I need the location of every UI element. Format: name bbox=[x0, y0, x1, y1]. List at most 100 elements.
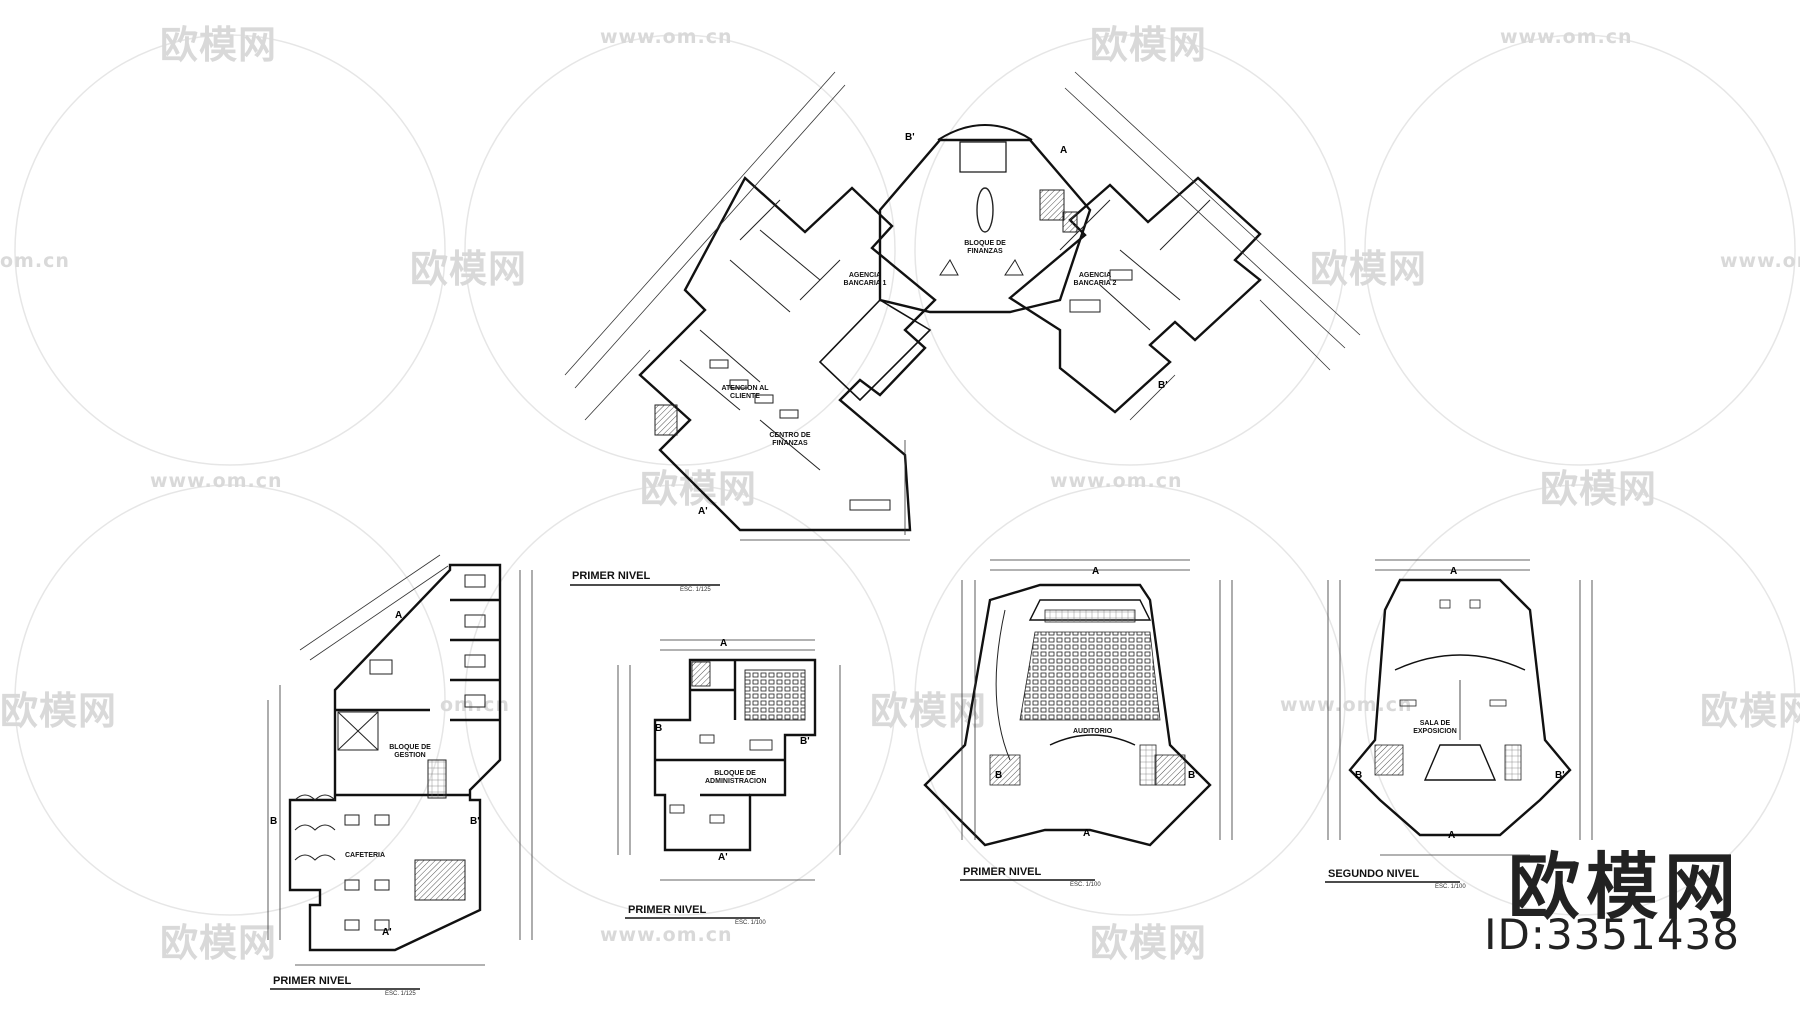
interior-wall bbox=[699, 329, 761, 383]
plan-title-top: PRIMER NIVEL bbox=[572, 570, 651, 582]
watermark-logo: 欧模网 bbox=[870, 689, 988, 733]
display-stand bbox=[1469, 599, 1481, 609]
exhibition-arc bbox=[1394, 654, 1526, 671]
stair bbox=[427, 759, 447, 799]
watermark-logo: 欧模网 bbox=[1090, 23, 1208, 67]
watermark-url: www.om.cn bbox=[1720, 250, 1800, 272]
room-label-agencia-1: AGENCIA BANCARIA 1 bbox=[843, 272, 887, 287]
furniture-desk bbox=[729, 379, 749, 389]
cafe-table bbox=[344, 919, 360, 931]
display-stand bbox=[1399, 699, 1417, 707]
room-label-atencion-cliente: ATENCION AL CLIENTE bbox=[721, 385, 769, 400]
cafe-table bbox=[374, 919, 390, 931]
plan-admin bbox=[653, 658, 817, 852]
plan-auditorio-detail bbox=[989, 609, 1186, 786]
section-mark-b-prime: B' bbox=[905, 132, 915, 143]
toilet-block bbox=[654, 404, 678, 436]
toilet-block bbox=[691, 661, 711, 687]
interior-wall bbox=[1119, 249, 1181, 301]
plan-scale-segundo: ESC. 1/100 bbox=[1435, 884, 1466, 890]
furniture-desk bbox=[1069, 299, 1101, 313]
toilet-block bbox=[1039, 189, 1065, 221]
watermark-logo: 欧模网 bbox=[1700, 689, 1800, 733]
dimension-lines-auditorio bbox=[961, 559, 1233, 840]
section-mark-b: B bbox=[655, 723, 663, 734]
toilet-block bbox=[1374, 744, 1404, 776]
watermark-url: www.om.cn bbox=[600, 924, 733, 946]
interior-wall bbox=[759, 229, 821, 281]
cafe-table bbox=[374, 814, 390, 826]
office-desk bbox=[699, 734, 715, 744]
booth-seating bbox=[294, 854, 336, 861]
section-mark-b-prime: B' bbox=[1158, 380, 1168, 391]
booth-seating bbox=[294, 794, 336, 801]
dimension-line bbox=[1074, 71, 1361, 336]
room-label-centro-finanzas: CENTRO DE FINANZAS bbox=[769, 432, 811, 447]
dimension-lines-top bbox=[564, 71, 1361, 541]
plan-auditorio bbox=[923, 583, 1212, 847]
watermark-logo: 欧模网 bbox=[1540, 467, 1658, 511]
plan-scale-top: ESC. 1/125 bbox=[680, 587, 711, 593]
section-mark-b: B bbox=[995, 770, 1003, 781]
room-label-bloque-finanzas: BLOQUE DE FINANZAS bbox=[964, 240, 1006, 255]
interior-wall bbox=[1059, 199, 1111, 251]
toilet-block bbox=[989, 754, 1021, 786]
booth-seating bbox=[294, 824, 336, 831]
lobby-triangle bbox=[1004, 259, 1024, 276]
section-mark-a: A bbox=[1450, 566, 1458, 577]
seating-block bbox=[1019, 631, 1161, 721]
dimension-line bbox=[309, 565, 449, 661]
title-underlines bbox=[270, 584, 1460, 990]
plan-gestion-detail bbox=[294, 574, 486, 931]
office-desk bbox=[464, 574, 486, 588]
connecting-corridor bbox=[818, 298, 932, 402]
cafe-table bbox=[374, 879, 390, 891]
void-x bbox=[337, 711, 379, 751]
interior-wall bbox=[1099, 284, 1151, 331]
section-mark-b-prime: B' bbox=[800, 736, 810, 747]
wall-outline-auditorio bbox=[923, 583, 1212, 847]
section-mark-b-prime: B' bbox=[1555, 770, 1565, 781]
furniture-desk bbox=[709, 359, 729, 369]
void-x-line bbox=[337, 711, 379, 751]
section-mark-b-prime: B' bbox=[1188, 770, 1198, 781]
watermark-circle bbox=[914, 34, 1346, 466]
plan-scale-auditorio: ESC. 1/100 bbox=[1070, 882, 1101, 888]
watermark-url: www.om.cn bbox=[600, 26, 733, 48]
watermark-url: www.om.cn bbox=[150, 470, 283, 492]
central-stair bbox=[959, 141, 1007, 173]
wall-outline-right-wing bbox=[1007, 176, 1262, 414]
watermark-logo: 欧模网 bbox=[160, 23, 278, 67]
cafe-table bbox=[344, 814, 360, 826]
section-mark-a-prime: A' bbox=[718, 852, 728, 863]
section-mark-a: A bbox=[1083, 828, 1091, 839]
brand-logo: 欧模网 bbox=[1507, 845, 1742, 929]
toilet-block bbox=[1154, 754, 1186, 786]
dimension-line bbox=[574, 84, 846, 389]
plan-gestion bbox=[288, 563, 502, 952]
dimension-line bbox=[1259, 299, 1331, 371]
stair bbox=[1139, 744, 1157, 786]
wall-outline-segundo bbox=[1348, 578, 1572, 837]
stage-platform bbox=[1028, 599, 1152, 621]
wall-outline-central-block bbox=[878, 138, 1092, 314]
toilet-block bbox=[414, 859, 466, 901]
classroom-desks bbox=[744, 669, 806, 721]
interior-wall bbox=[679, 359, 741, 411]
furniture-desk bbox=[754, 394, 774, 404]
room-label-sala-exposicion: SALA DE EXPOSICION bbox=[1413, 720, 1457, 735]
wall-outline-left-wing bbox=[638, 176, 937, 532]
dimension-lines-admin bbox=[617, 639, 841, 881]
side-curve bbox=[995, 609, 1011, 761]
plan-scale-admin: ESC. 1/100 bbox=[735, 920, 766, 926]
plan-segundo bbox=[1348, 578, 1572, 837]
room-label-bloque-gestion: BLOQUE DE GESTION bbox=[389, 744, 431, 759]
watermark-url: om.cn bbox=[0, 250, 70, 272]
watermark-circle bbox=[464, 34, 896, 466]
central-void bbox=[1423, 744, 1497, 781]
watermark-circle bbox=[914, 484, 1346, 916]
dimension-lines-gestion bbox=[267, 554, 533, 966]
section-mark-b: B bbox=[1355, 770, 1363, 781]
dimension-line bbox=[299, 554, 441, 651]
